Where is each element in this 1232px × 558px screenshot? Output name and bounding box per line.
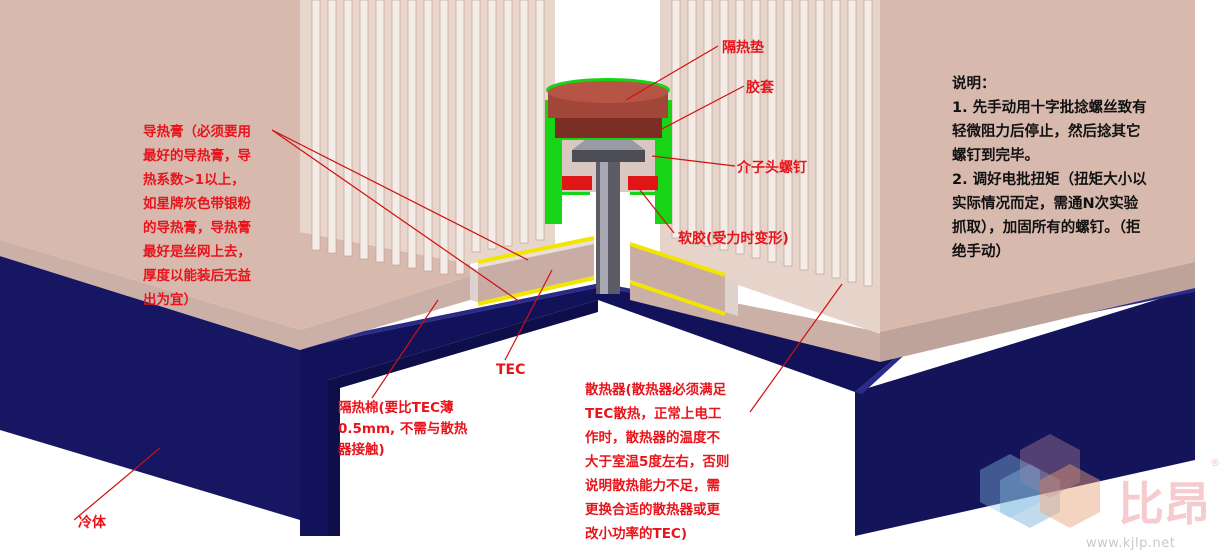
label-heatsink: 散热器(散热器必须满足 TEC散热，正常上电工 作时，散热器的温度不 大于室温5… <box>585 382 730 542</box>
label-cold-body: 冷体 <box>78 515 106 531</box>
label-insulation-cotton: 隔热棉(要比TEC薄 0.5mm, 不需与散热 器接触) <box>338 400 468 458</box>
watermark-registered: ® <box>1210 458 1220 469</box>
label-screw: 介子头螺钉 <box>737 160 807 176</box>
instruction-notes: 说明： 1. 先手动用十字批捻螺丝致有轻微阻力后停止，然后捻其它螺钉到完毕。 2… <box>952 72 1152 264</box>
notes-step-1: 1. 先手动用十字批捻螺丝致有轻微阻力后停止，然后捻其它螺钉到完毕。 <box>952 100 1147 164</box>
label-soft-rubber: 软胶(受力时变形) <box>678 231 789 247</box>
watermark-logo-text: 比昂 <box>1118 477 1210 531</box>
notes-step-2: 2. 调好电批扭矩（扭矩大小以实际情况而定，需通N次实验抓取），加固所有的螺钉。… <box>952 172 1147 260</box>
watermark-logo <box>980 434 1100 528</box>
cold-body <box>0 252 1195 536</box>
tec-right <box>629 242 726 316</box>
right-heatsink <box>660 0 1195 332</box>
label-rubber-sleeve: 胶套 <box>746 80 774 96</box>
pointer-lines <box>73 45 843 521</box>
screw-assembly <box>545 78 672 294</box>
label-thermal-paste: 导热膏（必须要用 最好的导热膏，导 热系数>1以上， 如星牌灰色带银粉 的导热膏… <box>143 124 251 308</box>
left-heatsink <box>0 0 555 330</box>
notes-title: 说明： <box>952 76 996 92</box>
label-tec: TEC <box>496 362 526 378</box>
watermark-url: www.kjlp.net <box>1086 536 1176 551</box>
insulation-cotton <box>470 266 738 316</box>
tec-left <box>477 236 595 306</box>
label-insulation-pad: 隔热垫 <box>722 40 764 56</box>
